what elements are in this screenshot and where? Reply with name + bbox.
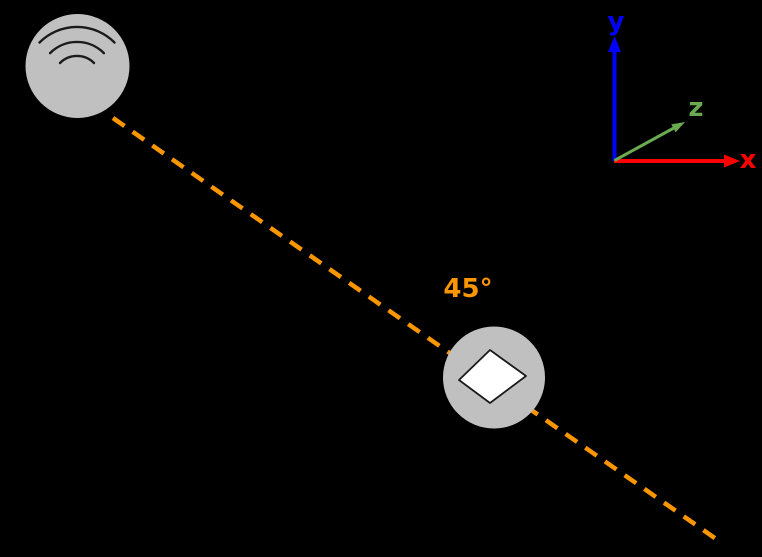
left-arrow-icon <box>458 349 527 404</box>
z-axis-label: z <box>688 93 703 123</box>
z-axis-line <box>613 125 678 162</box>
beam-dashed-line <box>111 116 721 543</box>
x-axis-label: x <box>740 145 757 175</box>
target-node <box>443 326 545 429</box>
signal-wave-icon <box>38 25 116 44</box>
x-axis-arrowhead-icon <box>724 154 740 168</box>
coordinate-axes: y x z <box>608 7 757 175</box>
y-axis-arrowhead-icon <box>608 36 621 52</box>
signal-source-node <box>25 14 130 118</box>
signal-wave-icon <box>58 54 96 65</box>
angle-label: 45° <box>443 274 492 304</box>
signal-source-circle <box>25 14 130 118</box>
y-axis-label: y <box>608 7 625 37</box>
signal-wave-icon <box>48 40 106 55</box>
z-axis-arrowhead-icon <box>671 122 685 133</box>
